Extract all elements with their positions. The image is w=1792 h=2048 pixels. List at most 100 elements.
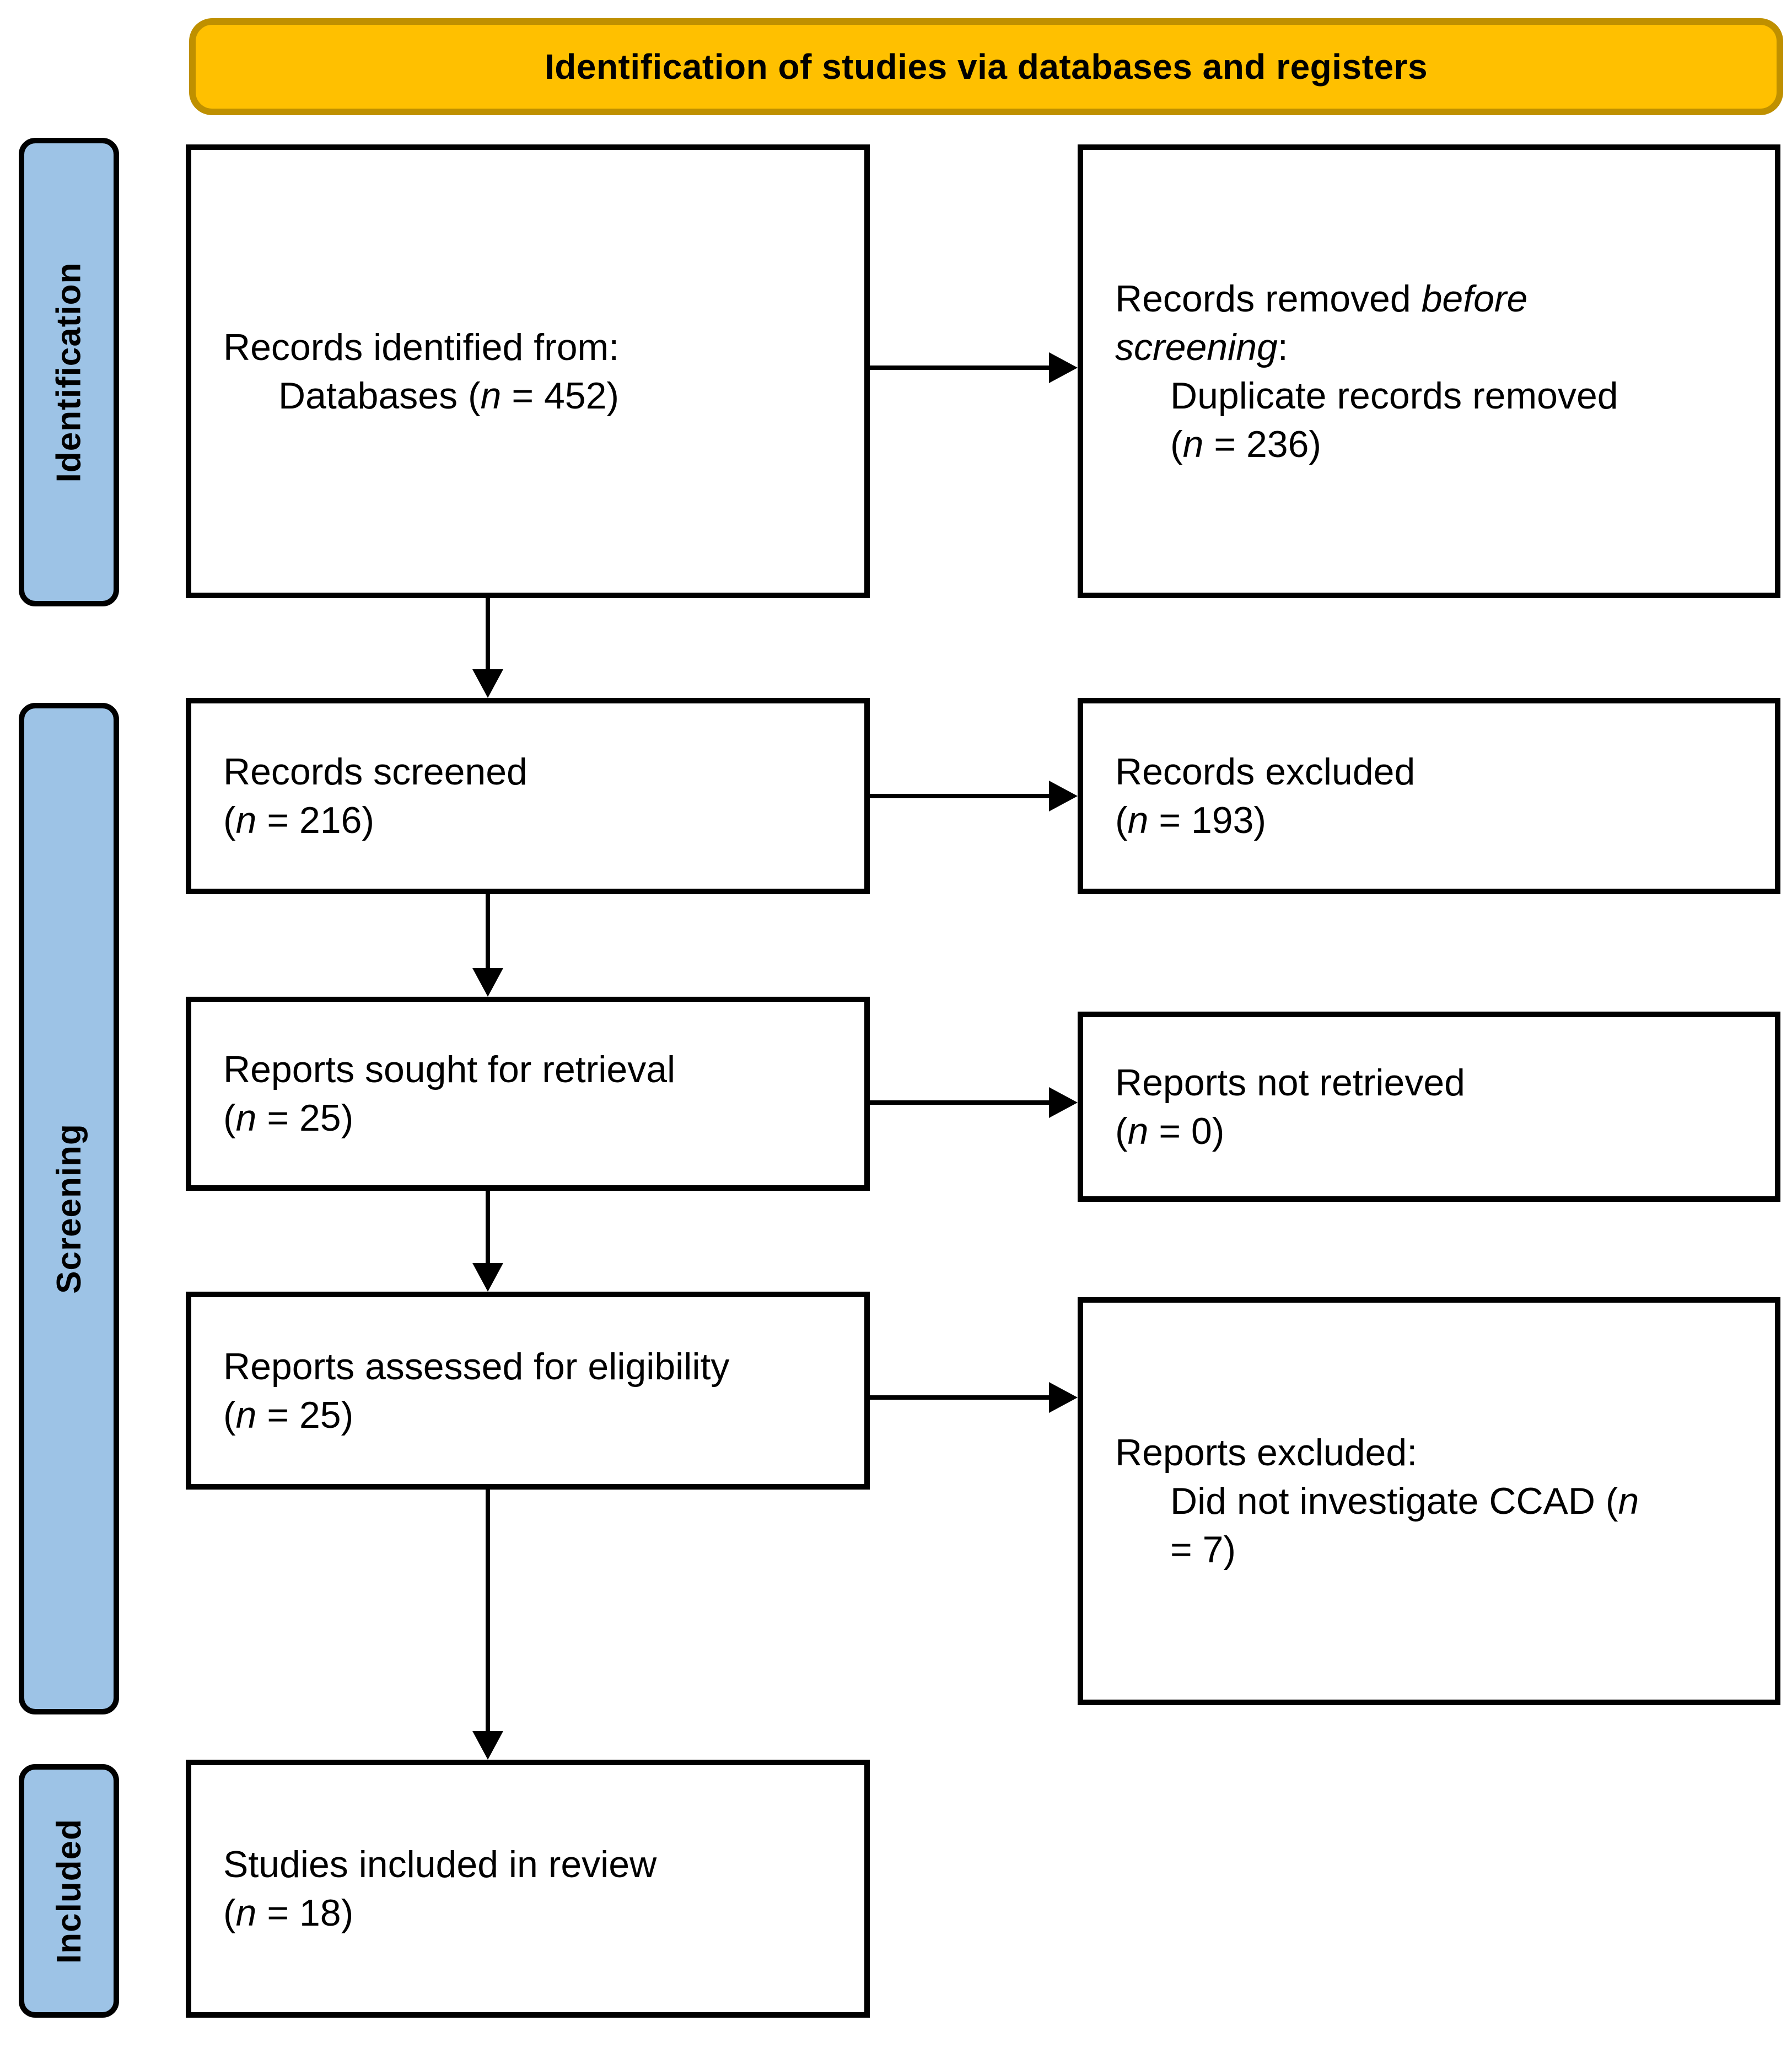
n-symbol: n [235,1394,257,1436]
arrowhead-down-icon [472,968,503,997]
stage-label-screening-text: Screening [50,1124,88,1294]
arrowhead-down-icon [472,1731,503,1760]
text-segment: Did not investigate CCAD ( [1170,1480,1618,1522]
box-records-identified: Records identified from: Databases (n = … [186,144,870,598]
text-segment: = 236) [1203,423,1322,465]
box-text-line: (n = 18) [223,1889,842,1937]
text-segment: Databases ( [278,374,481,417]
arrow-shaft [486,1191,490,1264]
text-segment: Reports sought for retrieval [223,1049,676,1090]
text-segment: = 7) [1170,1529,1236,1571]
arrow-shaft [870,365,1050,370]
text-segment: = 25) [256,1097,354,1139]
box-text-line: (n = 193) [1115,796,1753,845]
text-segment: Reports excluded: [1115,1432,1418,1474]
text-segment: Records excluded [1115,751,1416,793]
box-text-line: (n = 25) [223,1391,842,1439]
text-segment: = 0) [1148,1110,1225,1152]
box-text-line: Records identified from: [223,323,842,372]
text-segment: Records identified from: [223,326,620,368]
box-text-line: Records excluded [1115,748,1753,796]
text-segment: ( [223,1097,236,1139]
box-reports-excluded: Reports excluded: Did not investigate CC… [1078,1297,1780,1705]
box-text-line: Duplicate records removed [1115,372,1753,420]
n-symbol: n [235,1097,257,1139]
stage-label-screening: Screening [19,703,119,1714]
text-segment: = 452) [501,374,620,417]
n-symbol: n [1618,1480,1639,1522]
text-segment: ( [1115,799,1128,841]
arrow-shaft [486,1490,490,1732]
stage-label-identification: Identification [19,138,119,606]
box-text-line: (n = 236) [1115,420,1753,469]
header-title: Identification of studies via databases … [544,47,1428,87]
text-segment: = 193) [1148,799,1267,841]
box-reports-sought: Reports sought for retrieval (n = 25) [186,997,870,1191]
box-text-line: Records screened [223,748,842,796]
box-records-screened: Records screened (n = 216) [186,698,870,894]
box-text-line: = 7) [1115,1525,1753,1574]
arrowhead-right-icon [1049,781,1078,811]
box-text-line: (n = 0) [1115,1107,1753,1155]
box-records-excluded: Records excluded (n = 193) [1078,698,1780,894]
box-text-line: Records removed before [1115,275,1753,323]
box-reports-not-retrieved: Reports not retrieved (n = 0) [1078,1012,1780,1202]
text-segment: ( [1115,1110,1128,1152]
arrow-shaft [486,598,490,670]
box-records-removed: Records removed before screening: Duplic… [1078,144,1780,598]
box-reports-assessed: Reports assessed for eligibility (n = 25… [186,1292,870,1490]
text-segment: Studies included in review [223,1843,657,1885]
text-segment: Reports assessed for eligibility [223,1345,730,1388]
text-segment: Records removed [1115,277,1422,320]
arrow-down-identified-to-screened [472,598,503,698]
text-segment-italic: before [1421,277,1528,320]
box-text-line: (n = 216) [223,796,842,845]
text-segment: Records screened [223,751,528,793]
box-text-line: Reports excluded: [1115,1428,1753,1477]
n-symbol: n [235,799,257,841]
text-segment: ( [223,1892,236,1934]
text-segment-italic: screening [1115,326,1278,368]
text-segment: Reports not retrieved [1115,1061,1465,1104]
box-text-line: Did not investigate CCAD (n [1115,1477,1753,1525]
text-segment: Duplicate records removed [1170,374,1618,417]
stage-label-identification-text: Identification [50,262,88,482]
text-segment: ( [223,799,236,841]
text-segment: = 25) [256,1394,354,1436]
stage-label-included: Included [19,1764,119,2018]
text-segment: ( [223,1394,236,1436]
box-text-line: Databases (n = 452) [223,372,842,420]
box-text-line: (n = 25) [223,1094,842,1142]
arrow-shaft [870,1395,1050,1400]
box-text-line: Reports sought for retrieval [223,1045,842,1094]
text-segment: = 216) [256,799,375,841]
arrow-down-assessed-to-included [472,1490,503,1760]
n-symbol: n [235,1892,257,1934]
n-symbol: n [480,374,502,417]
arrow-right-assessed-to-reports-excluded [870,1382,1078,1413]
arrow-down-sought-to-assessed [472,1191,503,1292]
arrow-shaft [870,794,1050,798]
arrowhead-right-icon [1049,352,1078,383]
box-text-line: Studies included in review [223,1840,842,1889]
box-text-line: Reports assessed for eligibility [223,1342,842,1391]
box-text-line: Reports not retrieved [1115,1058,1753,1107]
stage-label-included-text: Included [50,1818,88,1964]
arrow-right-screened-to-excluded [870,781,1078,811]
arrowhead-right-icon [1049,1087,1078,1118]
arrow-right-sought-to-not-retrieved [870,1087,1078,1118]
text-segment: ( [1170,423,1183,465]
arrowhead-down-icon [472,669,503,698]
n-symbol: n [1182,423,1204,465]
text-segment: = 18) [256,1892,354,1934]
arrow-shaft [486,894,490,969]
arrow-down-screened-to-sought [472,894,503,997]
arrowhead-down-icon [472,1263,503,1292]
arrow-right-identified-to-removed [870,352,1078,383]
text-segment: : [1277,326,1288,368]
arrowhead-right-icon [1049,1382,1078,1413]
box-studies-included: Studies included in review (n = 18) [186,1760,870,2018]
arrow-shaft [870,1100,1050,1105]
box-text-line: screening: [1115,323,1753,372]
